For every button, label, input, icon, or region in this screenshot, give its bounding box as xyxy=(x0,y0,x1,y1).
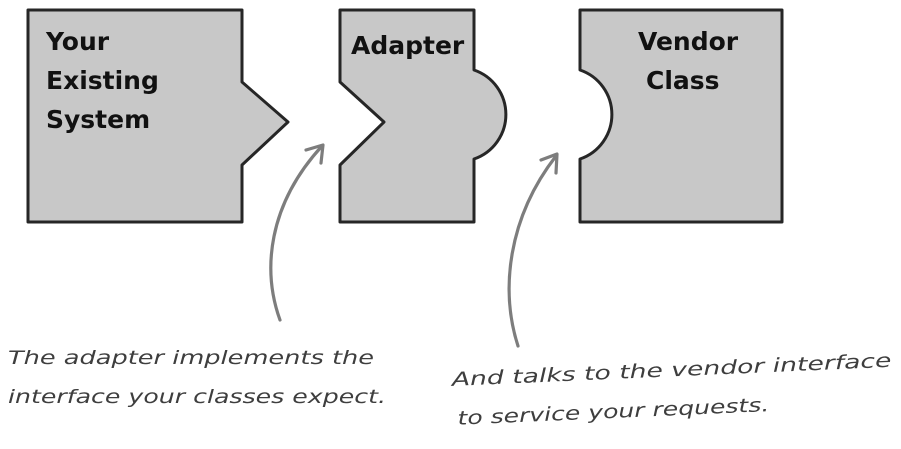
vendor-label-line: Vendor xyxy=(638,27,739,56)
existing-system-block xyxy=(26,8,290,224)
vendor-arrowhead-icon xyxy=(539,152,559,175)
adapter-arrow xyxy=(269,143,325,322)
existing-label-line: Your xyxy=(45,27,110,56)
vendor-annotation-line: to service your requests. xyxy=(457,394,770,430)
vendor-arrow-shaft xyxy=(507,154,558,348)
existing-label-line: Existing xyxy=(46,66,159,95)
existing-system-label: Your Existing System xyxy=(45,27,168,134)
existing-label-line: System xyxy=(46,105,150,134)
adapter-arrowhead-icon xyxy=(304,143,325,165)
vendor-label-line: Class xyxy=(646,66,720,95)
vendor-annotation-group: And talks to the vendor interface to ser… xyxy=(449,349,900,430)
vendor-arrow xyxy=(507,152,559,348)
adapter-label: Adapter xyxy=(351,31,465,60)
vendor-class-label: Vendor Class xyxy=(638,27,747,95)
adapter-arrow-shaft xyxy=(269,144,324,322)
adapter-block xyxy=(338,8,508,224)
adapter-annotation-line: interface your classes expect. xyxy=(8,386,386,408)
adapter-label-line: Adapter xyxy=(351,31,465,60)
adapter-annotation: The adapter implements the interface you… xyxy=(8,347,386,408)
vendor-annotation-line: And talks to the vendor interface xyxy=(449,350,892,391)
vendor-annotation: And talks to the vendor interface to ser… xyxy=(449,349,900,430)
adapter-annotation-line: The adapter implements the xyxy=(8,347,374,369)
vendor-class-block xyxy=(578,8,784,224)
